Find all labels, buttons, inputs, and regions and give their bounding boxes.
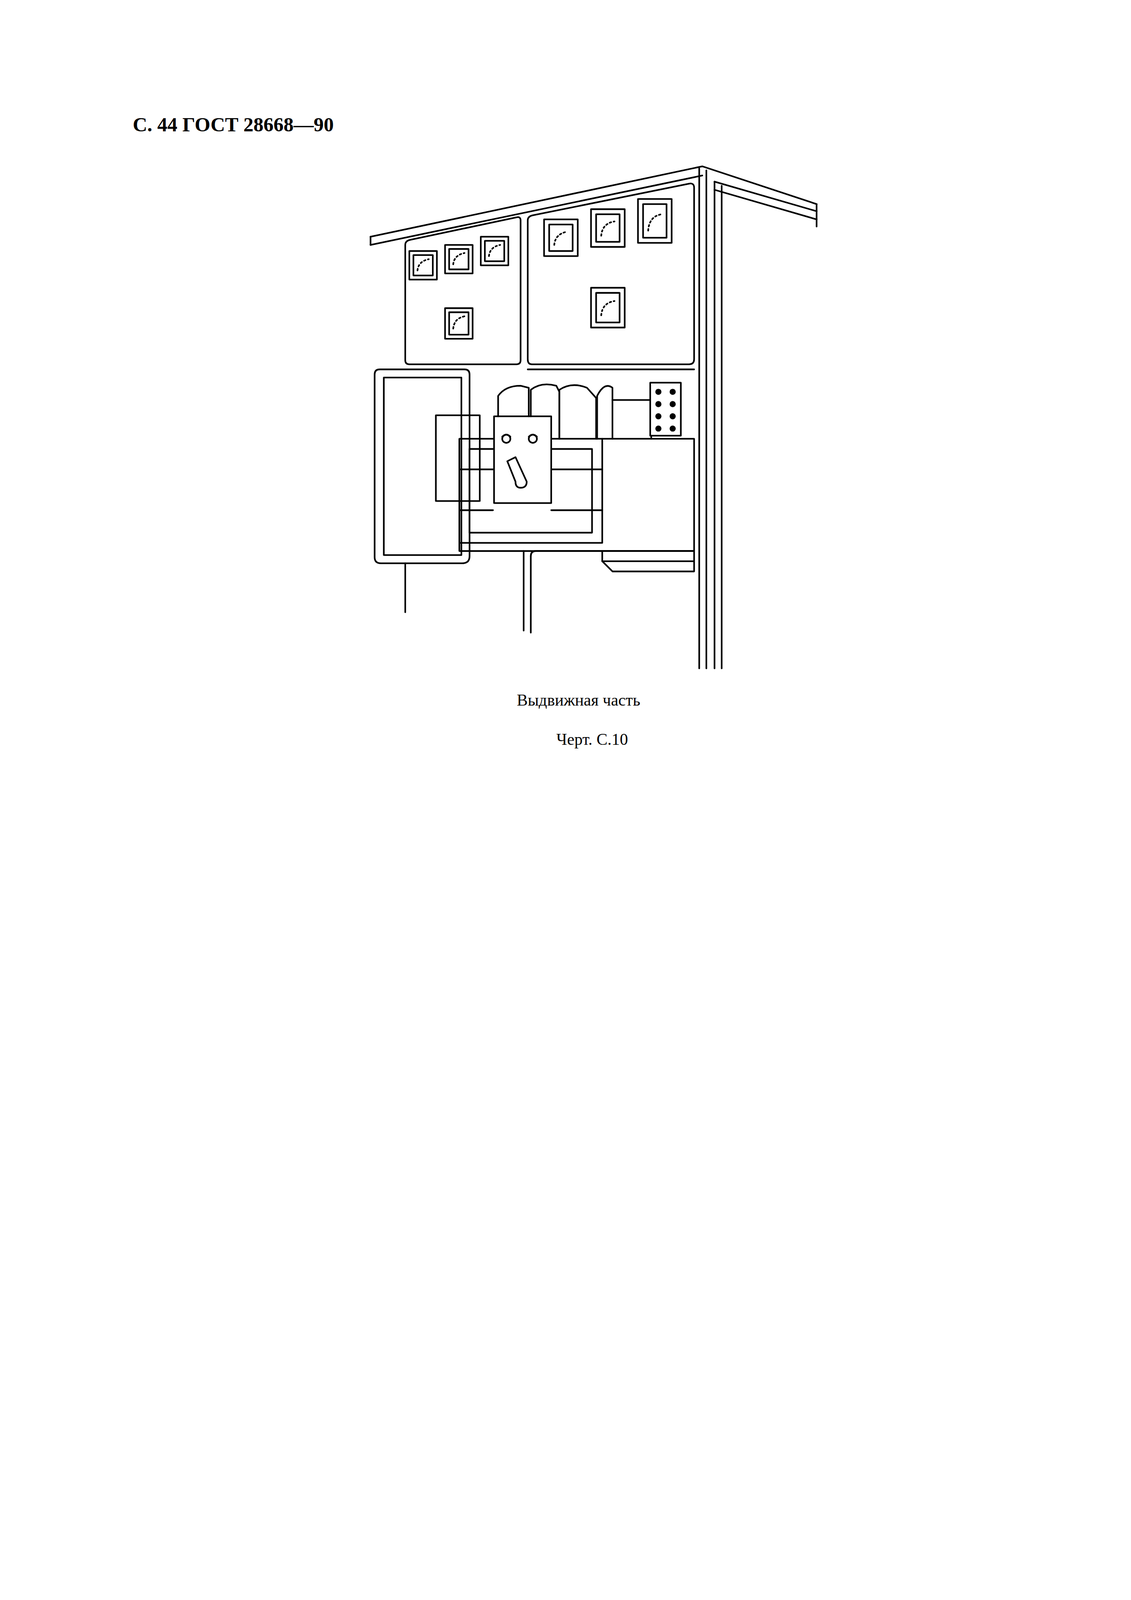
meters-part — [544, 219, 579, 257]
withdrawable-part-part — [656, 389, 661, 395]
meters-part — [448, 312, 469, 335]
withdrawable-part-part — [670, 401, 675, 407]
lower-compartment-part — [522, 551, 525, 631]
meters-part — [417, 259, 429, 271]
withdrawable-part-part — [612, 400, 652, 439]
withdrawable-part — [459, 382, 695, 572]
lower-compartment-part — [530, 556, 532, 633]
open-door — [374, 369, 480, 564]
withdrawable-part-part — [670, 426, 675, 432]
withdrawable-part-part — [670, 414, 675, 419]
meters-part — [601, 301, 615, 316]
cabinet-frame-part — [369, 236, 372, 245]
open-door-part — [435, 415, 480, 502]
meters-part — [590, 287, 625, 328]
meters-part — [480, 236, 509, 266]
cabinet-frame-part — [370, 166, 817, 237]
meters-part — [453, 253, 465, 265]
withdrawable-part-part — [656, 401, 661, 407]
meters-part — [409, 250, 437, 280]
cabinet-frame-part — [720, 185, 723, 669]
withdrawable-part-part — [670, 389, 675, 395]
page-header: С. 44 ГОСТ 28668—90 — [132, 113, 334, 137]
withdrawable-part-part — [494, 416, 552, 504]
withdrawable-part-part — [459, 542, 695, 562]
lower-compartment-part — [527, 368, 695, 371]
withdrawable-part-part — [656, 414, 661, 419]
withdrawable-part-part — [656, 426, 661, 432]
meters-part — [448, 249, 469, 270]
upper-panels-part — [527, 183, 695, 365]
open-door-part — [383, 377, 462, 556]
withdrawable-part-part — [507, 457, 527, 488]
lower-compartment — [405, 369, 694, 633]
cabinet-frame-part — [714, 181, 817, 212]
meters-part — [484, 240, 505, 262]
meters-part — [648, 214, 662, 231]
figure-number: Черт. С.10 — [556, 729, 629, 750]
upper-panels — [405, 183, 694, 365]
withdrawable-part-part — [502, 434, 537, 437]
lower-compartment-part — [404, 563, 407, 613]
meters-part — [596, 292, 620, 323]
withdrawable-part-part — [650, 382, 681, 436]
meters-part — [601, 221, 615, 236]
meters — [409, 198, 672, 339]
meters-part — [489, 244, 501, 257]
withdrawable-part-part — [597, 385, 613, 439]
withdrawable-part-part — [602, 438, 694, 552]
upper-panels-part — [405, 217, 521, 365]
withdrawable-part-part — [498, 385, 529, 417]
meters-part — [445, 308, 473, 339]
meters-part — [596, 214, 620, 242]
cabinet-frame-part — [705, 170, 708, 669]
meters-part — [637, 198, 672, 243]
cabinet-frame-part — [713, 181, 716, 669]
cabinet-frame-part — [714, 189, 817, 220]
meters-part — [590, 209, 625, 248]
figure-caption: Выдвижная часть — [516, 690, 641, 710]
cabinet-frame-part — [698, 168, 701, 669]
meters-part — [549, 224, 573, 251]
cabinet-frame-part — [815, 203, 818, 227]
open-door-part — [374, 369, 470, 564]
meters-part — [554, 231, 568, 245]
cabinet-frame-part — [370, 175, 703, 245]
withdrawable-part-part — [530, 384, 560, 439]
cabinet-frame — [370, 166, 817, 669]
withdrawable-part-part — [602, 561, 694, 572]
meters-part — [445, 244, 473, 274]
meters-part — [643, 203, 667, 238]
meters-part — [453, 316, 465, 329]
meters-part — [413, 255, 433, 276]
withdrawable-part-part — [559, 385, 597, 439]
